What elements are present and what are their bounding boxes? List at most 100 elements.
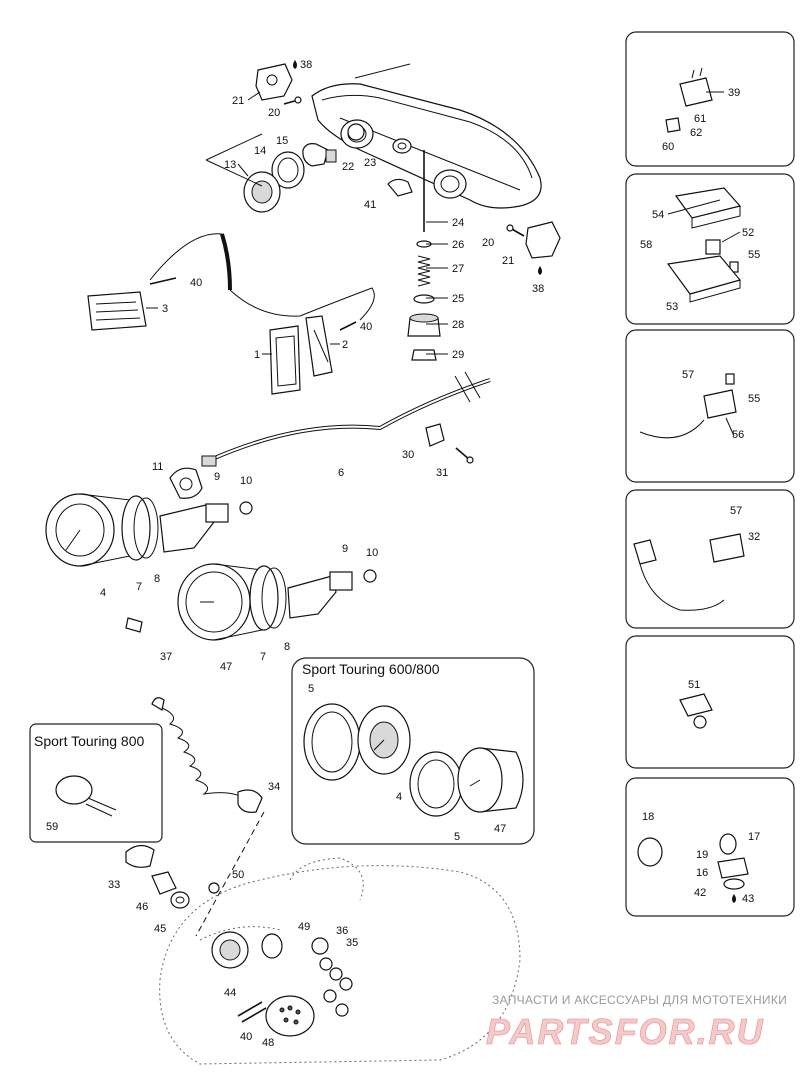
svg-text:9: 9 bbox=[214, 471, 220, 483]
gauge-4-inset bbox=[357, 705, 411, 775]
svg-text:56: 56 bbox=[732, 429, 744, 441]
terminal-40-b bbox=[339, 321, 357, 331]
clip-50 bbox=[208, 882, 220, 894]
knob-28 bbox=[407, 313, 441, 337]
svg-text:35: 35 bbox=[346, 937, 358, 949]
svg-text:18: 18 bbox=[642, 811, 654, 823]
svg-text:28: 28 bbox=[452, 319, 464, 331]
bulb-22 bbox=[347, 123, 365, 141]
gauge-4 bbox=[45, 493, 131, 567]
svg-text:29: 29 bbox=[452, 349, 464, 361]
screw-31 bbox=[455, 447, 474, 464]
ignition-44 bbox=[211, 931, 249, 969]
switch-18 bbox=[637, 837, 663, 867]
connector-60-62 bbox=[665, 117, 681, 133]
drop-icon-43 bbox=[732, 894, 736, 903]
svg-text:48: 48 bbox=[262, 1037, 274, 1049]
watermark-line1: ЗАПЧАСТИ И АКСЕССУАРЫ ДЛЯ МОТОТЕХНИКИ bbox=[492, 993, 787, 1007]
svg-text:32: 32 bbox=[748, 531, 760, 543]
connector-3 bbox=[87, 291, 147, 331]
svg-text:57: 57 bbox=[682, 369, 694, 381]
terminal-40-a bbox=[149, 277, 177, 285]
inset-sport-touring-600-800: Sport Touring 600/800 bbox=[291, 657, 535, 845]
gasket-8-upper bbox=[133, 497, 159, 559]
gauge-47-inset bbox=[457, 747, 524, 813]
svg-text:47: 47 bbox=[220, 661, 232, 673]
bezel-5-left bbox=[303, 703, 361, 781]
svg-text:62: 62 bbox=[690, 127, 702, 139]
inset-title-600-800: Sport Touring 600/800 bbox=[302, 661, 440, 677]
svg-text:45: 45 bbox=[154, 923, 166, 935]
svg-text:14: 14 bbox=[254, 145, 266, 157]
svg-text:40: 40 bbox=[360, 321, 372, 333]
svg-text:52: 52 bbox=[742, 227, 754, 239]
callout-labels: 38 21 20 15 14 13 22 23 41 24 20 26 27 2… bbox=[46, 59, 760, 1049]
svg-text:40: 40 bbox=[240, 1031, 252, 1043]
svg-text:61: 61 bbox=[694, 113, 706, 125]
svg-text:20: 20 bbox=[268, 107, 280, 119]
svg-text:41: 41 bbox=[364, 199, 376, 211]
panel-51 bbox=[625, 635, 795, 769]
grommet-23 bbox=[392, 138, 412, 154]
clip-41 bbox=[387, 178, 413, 197]
clamp-30 bbox=[425, 423, 445, 447]
wire-32 bbox=[639, 563, 725, 611]
cap-33 bbox=[125, 844, 155, 868]
svg-text:3: 3 bbox=[162, 303, 168, 315]
svg-text:26: 26 bbox=[452, 239, 464, 251]
mount-bracket-9-lower bbox=[287, 571, 353, 619]
tether-cord bbox=[151, 697, 245, 799]
svg-text:43: 43 bbox=[742, 893, 754, 905]
svg-text:53: 53 bbox=[666, 301, 678, 313]
svg-text:23: 23 bbox=[364, 157, 376, 169]
svg-text:4: 4 bbox=[396, 791, 402, 803]
svg-text:50: 50 bbox=[232, 869, 244, 881]
socket-14 bbox=[271, 151, 305, 189]
svg-text:54: 54 bbox=[652, 209, 664, 221]
svg-text:59: 59 bbox=[46, 821, 58, 833]
module-56 bbox=[703, 389, 737, 419]
gear-drive-11 bbox=[169, 467, 203, 499]
inset-title-800: Sport Touring 800 bbox=[34, 733, 144, 749]
relay-32 bbox=[709, 533, 745, 563]
panel-39 bbox=[625, 31, 795, 167]
svg-text:5: 5 bbox=[454, 831, 460, 843]
svg-text:24: 24 bbox=[452, 217, 464, 229]
gauge-ring-7-upper bbox=[121, 495, 151, 561]
watermark: ЗАПЧАСТИ И АКСЕССУАРЫ ДЛЯ МОТОТЕХНИКИ PA… bbox=[486, 993, 787, 1052]
svg-text:4: 4 bbox=[100, 587, 106, 599]
svg-text:20: 20 bbox=[482, 237, 494, 249]
spring-27 bbox=[417, 255, 431, 287]
cover-1 bbox=[269, 325, 301, 395]
svg-text:46: 46 bbox=[136, 901, 148, 913]
svg-text:38: 38 bbox=[300, 59, 312, 71]
ferrule-6-end bbox=[201, 455, 217, 467]
gauge-47 bbox=[177, 563, 263, 641]
fusebox-53 bbox=[666, 255, 742, 303]
svg-text:40: 40 bbox=[190, 277, 202, 289]
svg-text:9: 9 bbox=[342, 543, 348, 555]
bulb-37 bbox=[125, 617, 143, 633]
screw-20-top bbox=[283, 96, 302, 105]
connector-32-left bbox=[633, 539, 657, 565]
svg-text:7: 7 bbox=[260, 651, 266, 663]
clip-2 bbox=[305, 315, 333, 377]
svg-text:10: 10 bbox=[240, 475, 252, 487]
inset-sport-touring-800: Sport Touring 800 bbox=[29, 723, 163, 843]
svg-text:11: 11 bbox=[152, 461, 163, 473]
svg-text:38: 38 bbox=[532, 283, 544, 295]
svg-text:58: 58 bbox=[640, 239, 652, 251]
watermark-logo: PARTSFOR.RU bbox=[486, 1011, 765, 1052]
plate-16 bbox=[717, 857, 749, 879]
svg-text:19: 19 bbox=[696, 849, 708, 861]
svg-text:15: 15 bbox=[276, 135, 288, 147]
svg-text:6: 6 bbox=[338, 467, 344, 479]
speedometer-cable-6 bbox=[209, 371, 491, 462]
svg-text:39: 39 bbox=[728, 87, 740, 99]
svg-text:8: 8 bbox=[284, 641, 290, 653]
leader-lines bbox=[146, 91, 741, 437]
panel-56 bbox=[625, 329, 795, 483]
svg-text:17: 17 bbox=[748, 831, 760, 843]
svg-text:51: 51 bbox=[688, 679, 700, 691]
